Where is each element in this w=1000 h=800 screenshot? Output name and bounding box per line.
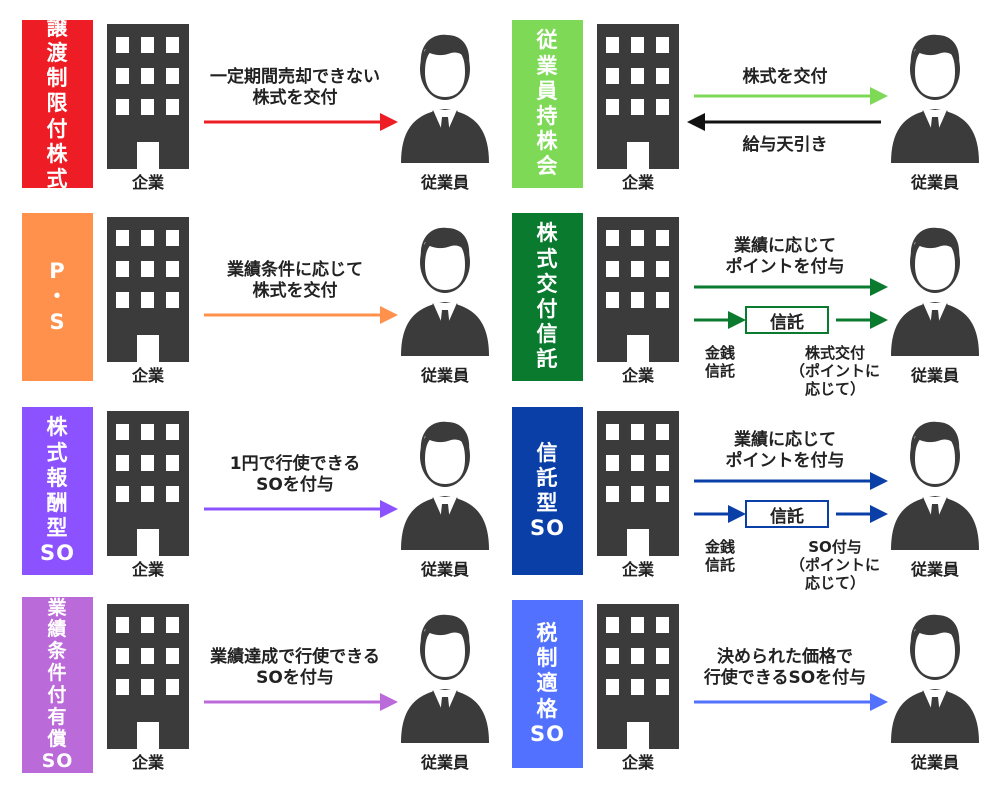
panel-paid-performance-so: 業 績 条 件 付 有 償 SO 企業 業績達成で行使できる SOを付与 従業員	[0, 583, 500, 773]
company-label: 企業	[621, 560, 654, 579]
company-building-icon	[107, 217, 189, 362]
employee-person-icon	[401, 227, 489, 356]
arrow-right-icon	[204, 693, 398, 711]
employee-label: 従業員	[420, 173, 469, 192]
employee-person-icon	[401, 614, 489, 743]
arrow-right-icon	[204, 306, 398, 324]
employee-person-icon	[401, 34, 489, 163]
money-trust-note: 金銭 信託	[704, 538, 735, 574]
delivery-note: SO付与 （ポイントに 応じて）	[789, 538, 880, 592]
company-label: 企業	[621, 173, 654, 192]
scheme-label: 株 式 報 酬 型 SO	[22, 407, 93, 575]
arrow-right-icon	[694, 311, 746, 329]
arrow-right-icon	[694, 472, 888, 490]
company-label: 企業	[131, 560, 164, 579]
arrow-right-icon	[836, 311, 888, 329]
arrow-left-icon	[687, 113, 881, 131]
flow-caption: 決められた価格で 行使できるSOを付与	[703, 647, 867, 688]
scheme-label: 業 績 条 件 付 有 償 SO	[22, 597, 93, 773]
money-trust-note: 金銭 信託	[704, 344, 735, 380]
trust-box: 信託	[745, 500, 829, 528]
employee-person-icon	[891, 421, 979, 550]
employee-person-icon	[891, 34, 979, 163]
panel-stock-compensation-so: 株 式 報 酬 型 SO 企業 1円で行使できる SOを付与 従業員	[0, 390, 500, 580]
scheme-label: 譲 渡 制 限 付 株 式	[22, 16, 93, 191]
flow-caption: 1円で行使できる SOを付与	[229, 454, 361, 495]
panel-tax-qualified-so: 税 制 適 格 SO 企業 決められた価格で 行使できるSOを付与 従業員	[490, 583, 990, 773]
company-building-icon	[597, 411, 679, 556]
arrow-right-icon	[694, 87, 888, 105]
company-building-icon	[107, 604, 189, 749]
flow-caption-top: 株式を交付	[742, 67, 828, 87]
company-building-icon	[597, 604, 679, 749]
company-label: 企業	[621, 753, 654, 772]
scheme-label: 従 業 員 持 株 会	[512, 20, 583, 188]
delivery-note: 株式交付 （ポイントに 応じて）	[789, 344, 880, 398]
arrow-right-icon	[694, 278, 888, 296]
flow-caption: 業績に応じて ポイントを付与	[725, 430, 845, 471]
arrow-right-icon	[694, 505, 746, 523]
panel-performance-share: P ・ S 企業 業績条件に応じて 株式を交付 従業員	[0, 196, 500, 386]
company-building-icon	[597, 24, 679, 169]
employee-label: 従業員	[910, 560, 959, 579]
company-building-icon	[597, 217, 679, 362]
flow-caption: 業績達成で行使できる SOを付与	[210, 647, 380, 688]
scheme-label: 株 式 交 付 信 託	[512, 213, 583, 381]
flow-caption: 業績に応じて ポイントを付与	[725, 236, 845, 277]
scheme-label: P ・ S	[22, 213, 93, 381]
company-label: 企業	[131, 753, 164, 772]
employee-label: 従業員	[420, 366, 469, 385]
flow-caption: 一定期間売却できない 株式を交付	[210, 67, 380, 108]
employee-label: 従業員	[910, 173, 959, 192]
employee-label: 従業員	[910, 753, 959, 772]
company-label: 企業	[621, 366, 654, 385]
arrow-right-icon	[694, 693, 888, 711]
flow-caption-bottom: 給与天引き	[742, 135, 828, 155]
arrow-right-icon	[836, 505, 888, 523]
employee-person-icon	[891, 614, 979, 743]
company-label: 企業	[131, 366, 164, 385]
company-building-icon	[107, 24, 189, 169]
trust-box: 信託	[745, 306, 829, 334]
company-label: 企業	[131, 173, 164, 192]
panel-restricted-stock: 譲 渡 制 限 付 株 式 企業 一定期間売却できない 株式を交付 従業員	[0, 3, 500, 193]
flow-caption: 業績条件に応じて 株式を交付	[227, 260, 363, 301]
panel-employee-stock-ownership: 従 業 員 持 株 会 企業 株式を交付 給与天引き 従業員	[490, 3, 990, 193]
employee-person-icon	[891, 227, 979, 356]
scheme-label: 信 託 型 SO	[512, 407, 583, 575]
arrow-right-icon	[204, 500, 398, 518]
employee-person-icon	[401, 421, 489, 550]
scheme-label: 税 制 適 格 SO	[512, 600, 583, 768]
employee-label: 従業員	[910, 366, 959, 385]
arrow-right-icon	[204, 113, 398, 131]
panel-trust-so: 信 託 型 SO 企業 業績に応じて ポイントを付与 信託 金銭 信託 SO付与…	[490, 390, 990, 592]
employee-label: 従業員	[420, 753, 469, 772]
panel-stock-delivery-trust: 株 式 交 付 信 託 企業 業績に応じて ポイントを付与 信託 金銭 信託 株…	[490, 196, 990, 398]
employee-label: 従業員	[420, 560, 469, 579]
company-building-icon	[107, 411, 189, 556]
